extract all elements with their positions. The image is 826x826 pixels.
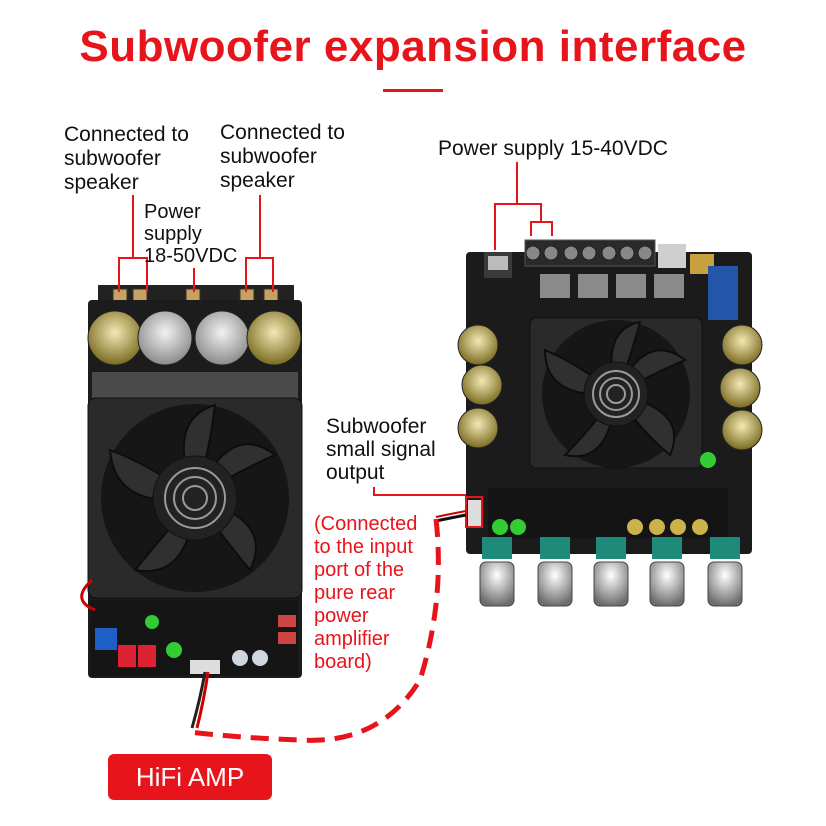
label-signal-output: Subwoofer small signal output	[326, 415, 436, 484]
hifi-amp-badge: HiFi AMP	[108, 754, 272, 800]
right-capacitors	[457, 324, 763, 451]
left-capacitors	[87, 310, 302, 366]
right-knobs	[479, 561, 743, 607]
label-connection-note: (Connected to the input port of the pure…	[314, 513, 418, 673]
label-left-power: Power supply 18-50VDC	[144, 201, 238, 267]
label-left-speaker-1: Connected to subwoofer speaker	[64, 123, 189, 194]
left-callout-lines	[118, 195, 274, 292]
page-title: Subwoofer expansion interface	[79, 22, 747, 71]
title-underline	[383, 89, 443, 92]
label-right-power: Power supply 15-40VDC	[438, 137, 668, 160]
label-left-speaker-2: Connected to subwoofer speaker	[220, 121, 345, 192]
right-potentiometers	[482, 537, 740, 559]
left-amplifier-board	[80, 285, 303, 678]
left-fan-logo	[164, 467, 226, 529]
right-amplifier-board	[457, 239, 763, 607]
